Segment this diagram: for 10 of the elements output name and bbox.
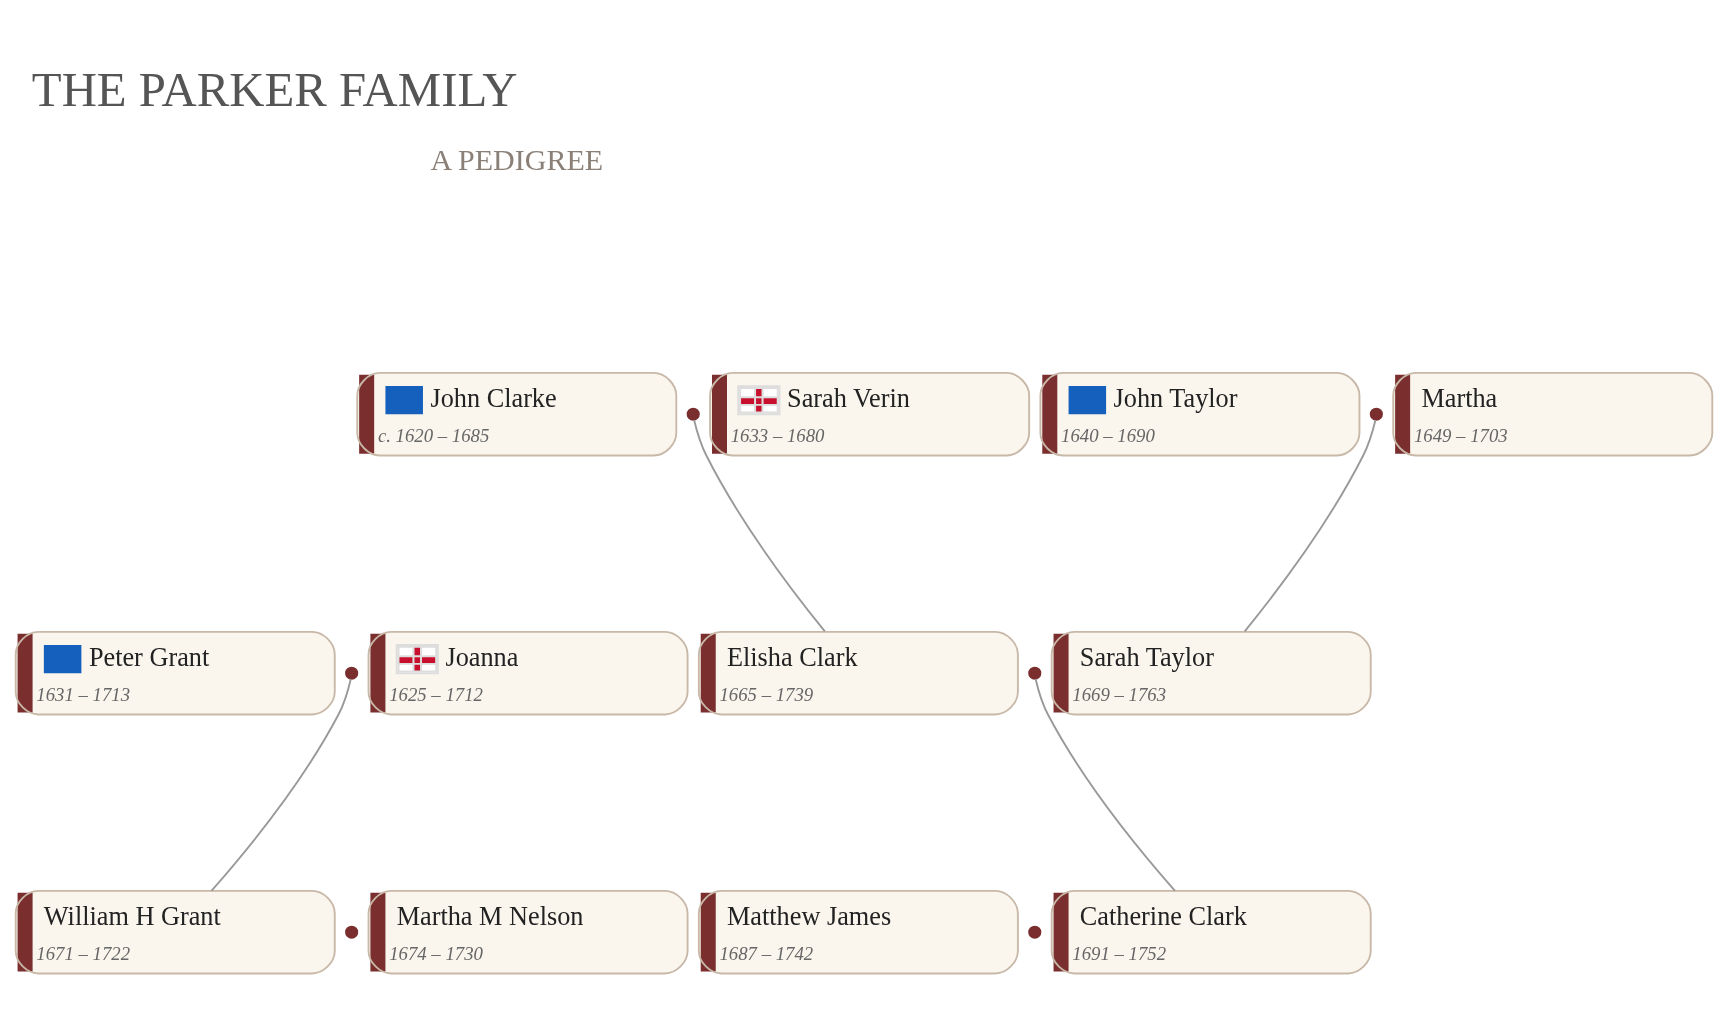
diagram-title: THE PARKER FAMILY <box>31 62 518 117</box>
node-circle <box>1028 666 1042 680</box>
node-circle <box>345 925 359 939</box>
connector <box>210 677 352 892</box>
node-circle <box>1369 407 1383 421</box>
label: A PEDIGREE <box>430 142 604 176</box>
node-circle <box>686 407 700 421</box>
node-circle <box>345 666 359 680</box>
connector <box>1243 418 1377 632</box>
node-circle <box>1028 925 1042 939</box>
